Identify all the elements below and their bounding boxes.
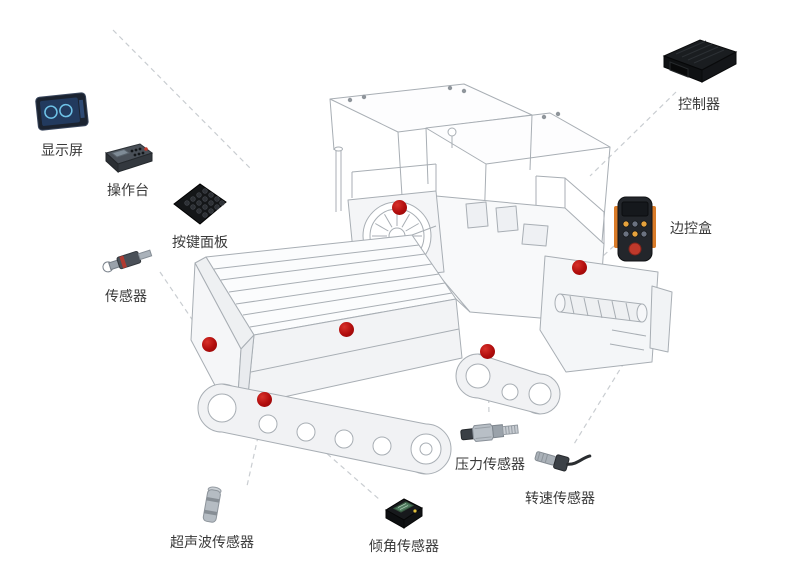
- component-ultrasonic-sensor: 超声波传感器: [160, 482, 264, 552]
- sensor-marker-6: [480, 344, 495, 359]
- roof-lights-dots: [347, 85, 561, 120]
- component-keypad: 按键面板: [170, 180, 230, 252]
- display-icon: [32, 88, 92, 136]
- component-label: 超声波传感器: [170, 534, 254, 550]
- sensor-marker-2: [572, 260, 587, 275]
- component-controller: 控制器: [656, 34, 742, 114]
- remote-icon: [604, 192, 662, 268]
- component-sensor: 传感器: [96, 240, 156, 306]
- component-tilt-sensor: 倾角传感器: [356, 490, 452, 556]
- tilt-sensor-icon: [378, 490, 430, 532]
- sensor-marker-1: [392, 200, 407, 215]
- component-label: 转速传感器: [525, 490, 595, 506]
- component-label: 压力传感器: [455, 456, 525, 472]
- sensor-icon: [96, 240, 156, 282]
- speed-sensor-icon: [527, 440, 593, 484]
- component-label: 倾角传感器: [369, 538, 439, 554]
- component-label: 边控盒: [670, 220, 712, 236]
- keypad-icon: [170, 180, 230, 228]
- component-label: 按键面板: [172, 234, 228, 250]
- component-label: 控制器: [678, 96, 720, 112]
- machine-line-art: [190, 83, 673, 475]
- component-console: 操作台: [100, 140, 156, 200]
- controller-icon: [656, 34, 742, 90]
- sensor-marker-4: [202, 337, 217, 352]
- component-display: 显示屏: [28, 88, 96, 160]
- component-label: 显示屏: [41, 142, 83, 158]
- hopper-slats: [213, 244, 453, 328]
- component-label: 传感器: [105, 288, 147, 304]
- component-pressure-sensor: 压力传感器: [442, 414, 538, 474]
- component-side-control-box: 边控盒: [604, 192, 712, 268]
- ultrasonic-sensor-icon: [194, 482, 230, 528]
- component-label: 操作台: [107, 182, 149, 198]
- pressure-sensor-icon: [457, 414, 523, 450]
- console-icon: [102, 140, 154, 176]
- sensor-marker-5: [257, 392, 272, 407]
- component-speed-sensor: 转速传感器: [514, 440, 606, 508]
- sensor-marker-3: [339, 322, 354, 337]
